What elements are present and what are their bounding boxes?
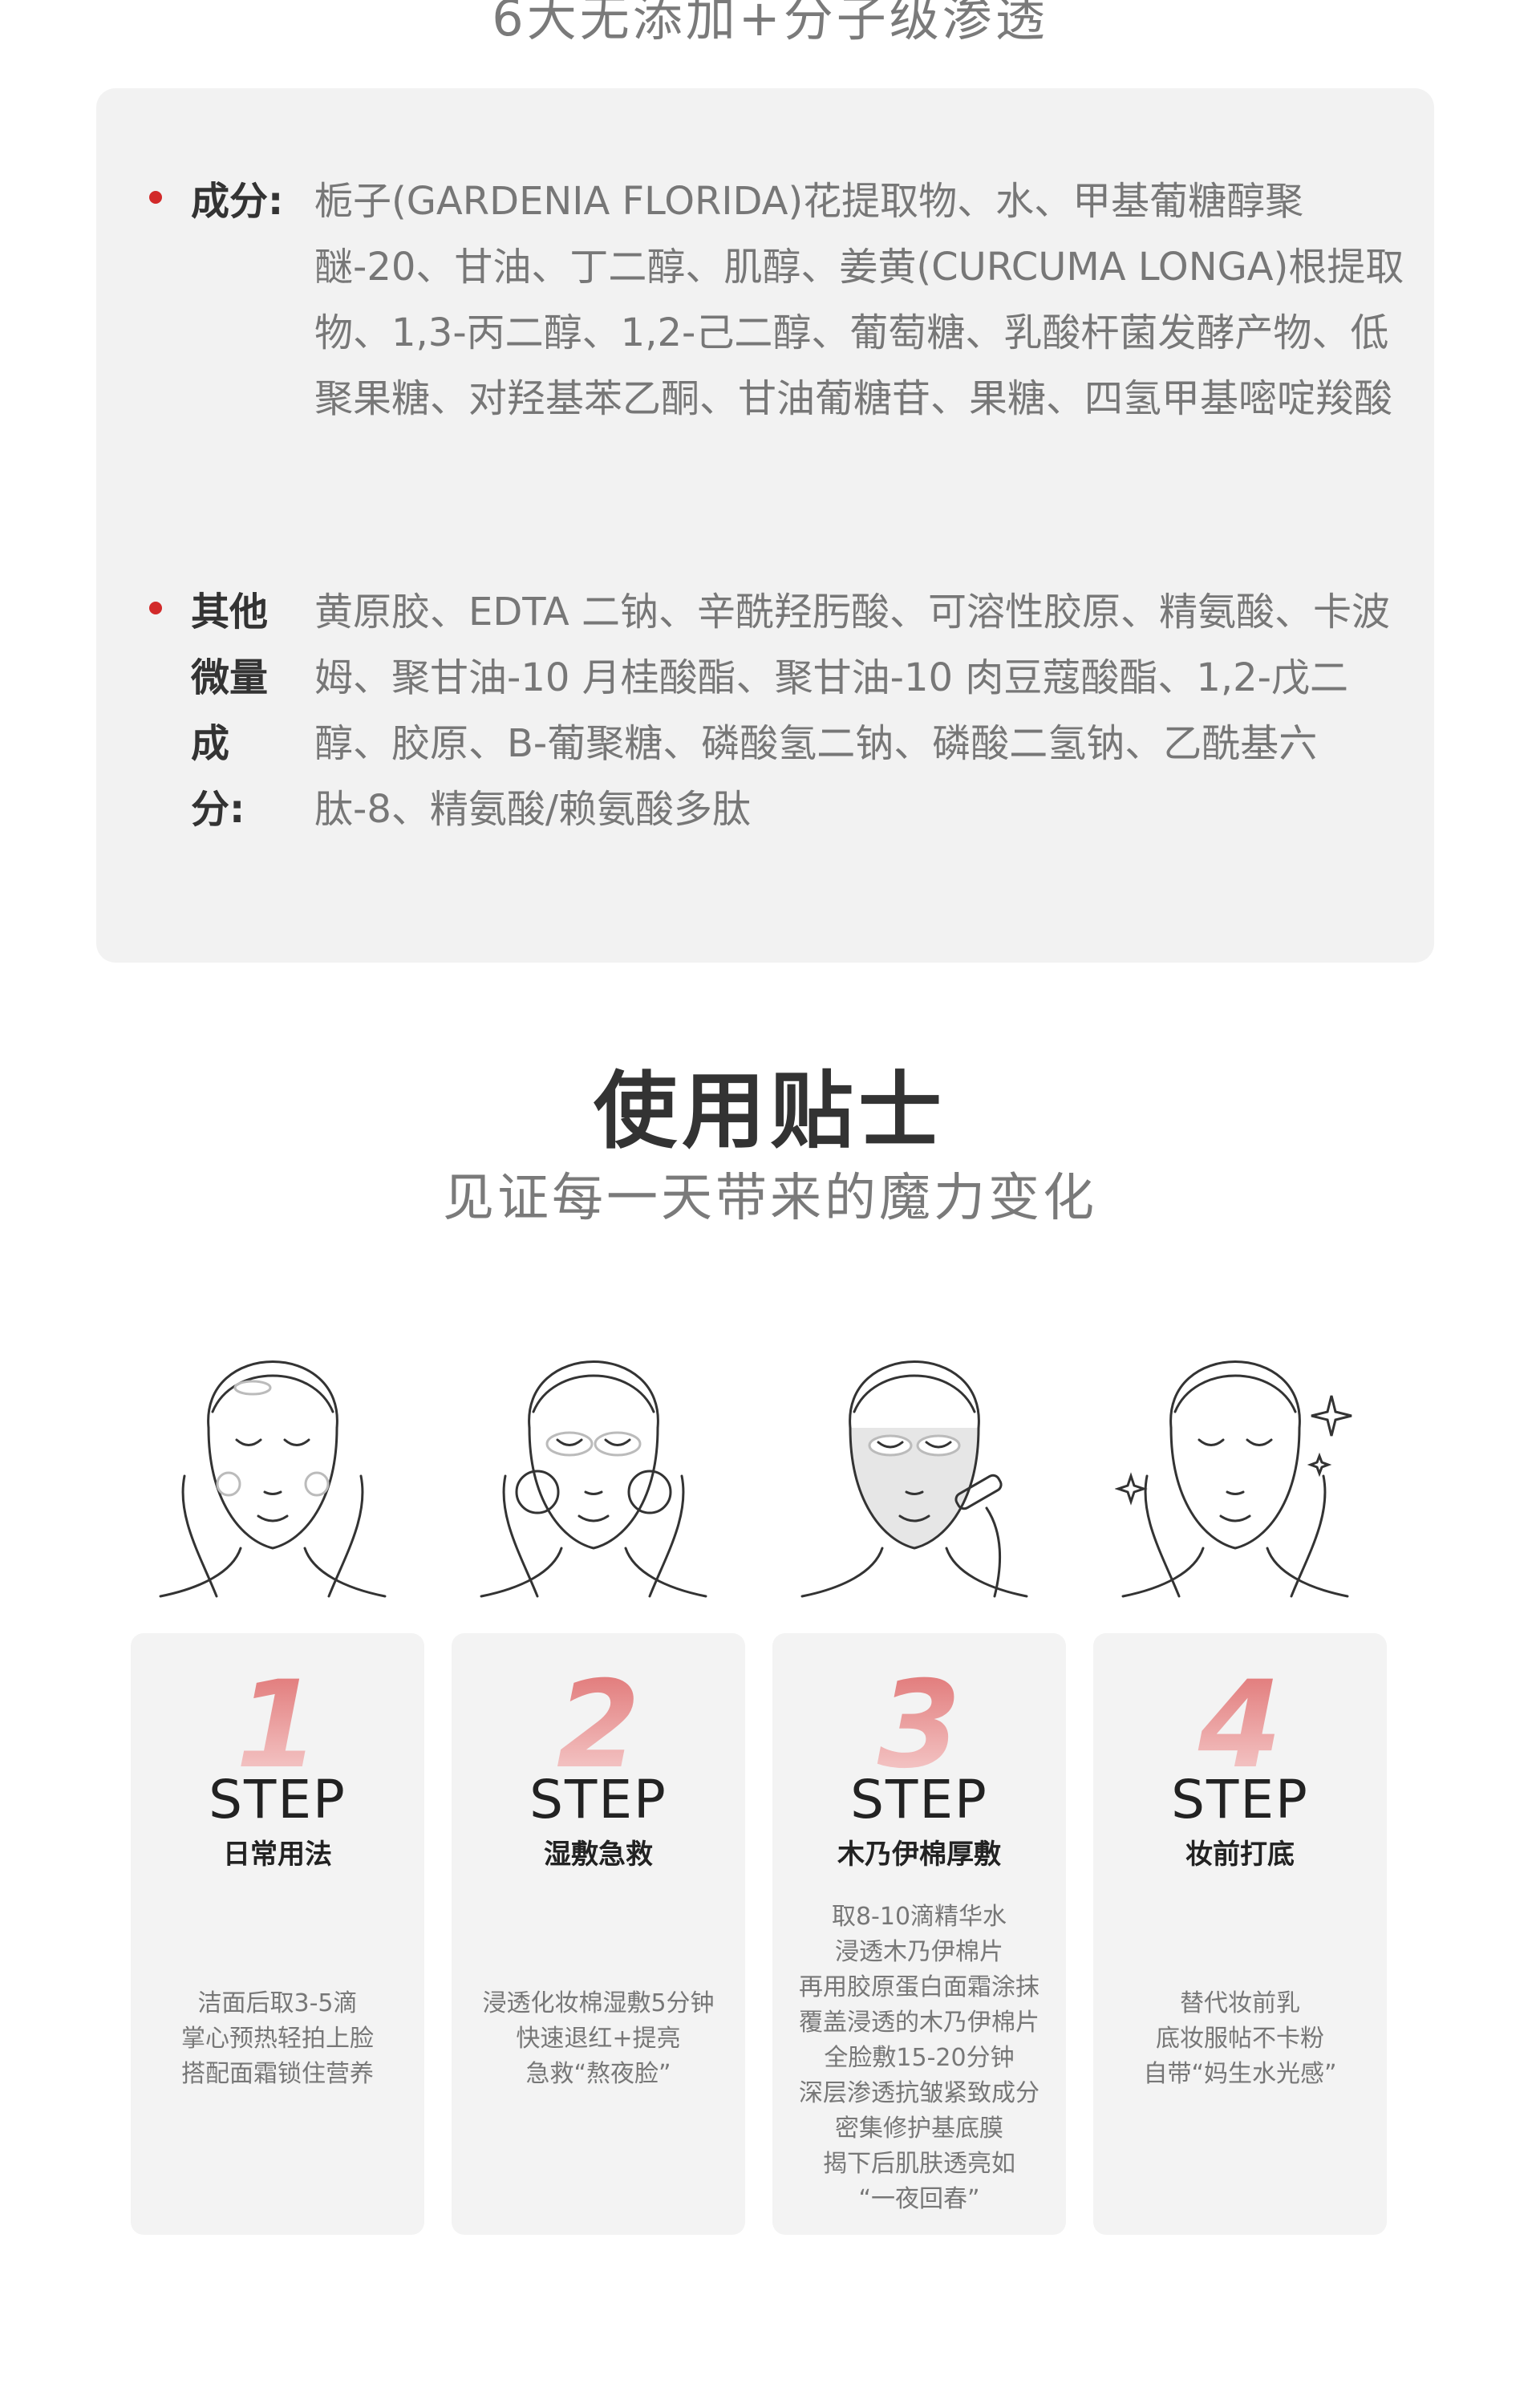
ingredients-other-text: 黄原胶、EDTA 二钠、辛酰羟肟酸、可溶性胶原、精氨酸、卡波姆、聚甘油-10 月…	[314, 590, 1390, 832]
step-desc-line: 再用胶原蛋白面霜涂抹	[799, 1973, 1040, 2001]
step-description: 浸透化妆棉湿敷5分钟 快速退红+提亮 急救“熬夜脸”	[460, 1986, 737, 2092]
ingredients-main-text: 栀子(GARDENIA FLORIDA)花提取物、水、甲基葡糖醇聚醚-20、甘油…	[314, 179, 1404, 421]
step-description: 洁面后取3-5滴 掌心预热轻拍上脸 搭配面霜锁住营养	[139, 1986, 416, 2092]
ingredients-other-label: 其他微量成分:	[191, 590, 269, 832]
face-illustration-mask-icon	[794, 1291, 1035, 1612]
ingredients-main-label: 成分:	[191, 179, 284, 224]
bullet-dot	[149, 602, 162, 614]
section-title-top: 6大无添加+分子级渗透	[492, 0, 1048, 47]
step-number: 1	[131, 1665, 424, 1786]
step-name: 湿敷急救	[544, 1839, 653, 1871]
step-desc-line: 掌心预热轻拍上脸	[181, 2025, 374, 2053]
step-word: STEP	[209, 1769, 346, 1831]
tips-subtitle: 见证每一天带来的魔力变化	[443, 1169, 1097, 1228]
ingredients-panel: 成分: 栀子(GARDENIA FLORIDA)花提取物、水、甲基葡糖醇聚醚-2…	[96, 88, 1434, 963]
step-desc-line: 密集修护基底膜	[835, 2114, 1003, 2143]
bullet-dot	[149, 191, 162, 204]
step-word: STEP	[529, 1769, 667, 1831]
step-word: STEP	[850, 1769, 988, 1831]
step-desc-line: 深层渗透抗皱紧致成分	[799, 2079, 1040, 2107]
step-number: 3	[772, 1665, 1066, 1786]
step-desc-line: 揭下后肌肤透亮如	[823, 2150, 1015, 2178]
tips-title: 使用贴士	[593, 1062, 946, 1160]
step-number: 4	[1093, 1665, 1387, 1786]
step-desc-line: 快速退红+提亮	[516, 2025, 681, 2053]
face-illustration-glow-icon	[1114, 1291, 1356, 1612]
step-word: STEP	[1171, 1769, 1309, 1831]
step-desc-line: 覆盖浸透的木乃伊棉片	[799, 2009, 1040, 2037]
step-desc-line: 搭配面霜锁住营养	[181, 2060, 374, 2088]
step-number: 2	[452, 1665, 745, 1786]
step-desc-line: 浸透化妆棉湿敷5分钟	[482, 1989, 715, 2017]
step-desc-line: 浸透木乃伊棉片	[835, 1938, 1003, 1966]
step-desc-line: 洁面后取3-5滴	[197, 1989, 358, 2017]
step-desc-line: 底妆服帖不卡粉	[1156, 2025, 1324, 2053]
face-illustration-pat-icon	[152, 1291, 393, 1612]
step-name: 妆前打底	[1185, 1839, 1295, 1871]
face-illustration-cotton-icon	[473, 1291, 714, 1612]
step-name: 木乃伊棉厚敷	[837, 1839, 1001, 1871]
step-card-3: 3 STEP 木乃伊棉厚敷 取8-10滴精华水 浸透木乃伊棉片 再用胶原蛋白面霜…	[772, 1633, 1066, 2235]
step-desc-line: “一夜回春”	[858, 2185, 980, 2213]
step-desc-line: 急救“熬夜脸”	[525, 2060, 671, 2088]
step-card-4: 4 STEP 妆前打底 替代妆前乳 底妆服帖不卡粉 自带“妈生水光感”	[1093, 1633, 1387, 2235]
step-name: 日常用法	[223, 1839, 332, 1871]
step-description: 替代妆前乳 底妆服帖不卡粉 自带“妈生水光感”	[1101, 1986, 1379, 2092]
step-desc-line: 全脸敷15-20分钟	[824, 2044, 1015, 2072]
step-desc-line: 替代妆前乳	[1180, 1989, 1300, 2017]
step-desc-line: 自带“妈生水光感”	[1143, 2060, 1337, 2088]
step-card-1: 1 STEP 日常用法 洁面后取3-5滴 掌心预热轻拍上脸 搭配面霜锁住营养	[131, 1633, 424, 2235]
step-description: 取8-10滴精华水 浸透木乃伊棉片 再用胶原蛋白面霜涂抹 覆盖浸透的木乃伊棉片 …	[780, 1899, 1058, 2217]
step-card-2: 2 STEP 湿敷急救 浸透化妆棉湿敷5分钟 快速退红+提亮 急救“熬夜脸”	[452, 1633, 745, 2235]
step-desc-line: 取8-10滴精华水	[831, 1903, 1007, 1931]
